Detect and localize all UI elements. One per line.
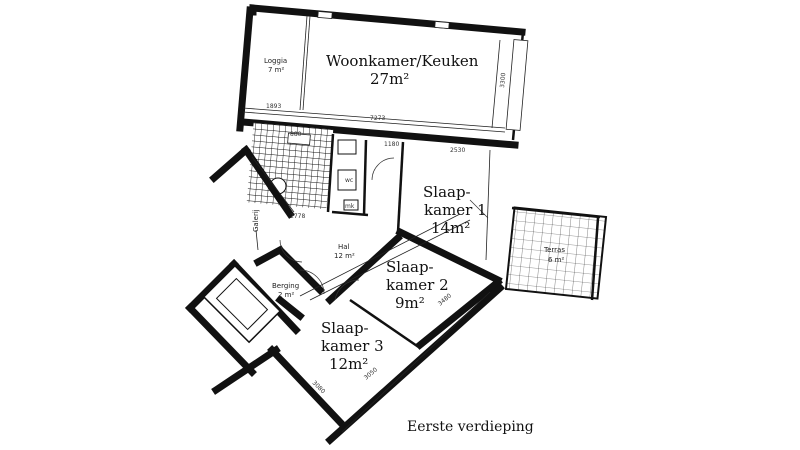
slaapkamer2-line2: kamer 2 <box>386 276 449 294</box>
dim-2778: 2778 <box>290 213 305 220</box>
slaapkamer3-line1: Slaap- <box>321 319 369 337</box>
woonkamer-name: Woonkamer/Keuken <box>326 52 479 70</box>
dim-7273: 7273 <box>370 115 385 122</box>
dim-3480: 3480 <box>437 292 453 307</box>
loggia-name: Loggia <box>264 57 287 65</box>
hal-name: Hal <box>338 243 350 251</box>
window-right <box>505 39 529 131</box>
slaapkamer3-area: 12m² <box>329 355 368 373</box>
slaapkamer-1-walls <box>371 141 503 285</box>
slaapkamer1-line2: kamer 1 <box>424 201 487 219</box>
stairwell <box>185 259 301 395</box>
loggia-area: 7 m² <box>268 66 284 74</box>
floor-caption: Eerste verdieping <box>407 419 534 435</box>
slaapkamer2-line1: Slaap- <box>386 258 434 276</box>
dim-880: 880 <box>290 131 302 138</box>
dim-3300: 3300 <box>499 72 507 88</box>
hal-area: 12 m² <box>334 252 355 260</box>
terras <box>504 206 608 301</box>
berging-area: 2 m² <box>278 291 294 299</box>
lower-wing <box>253 213 505 445</box>
dim-1893: 1893 <box>266 103 281 110</box>
dim-1180: 1180 <box>384 141 399 148</box>
woonkamer-area: 27m² <box>370 70 409 88</box>
slaapkamer1-area: 14m² <box>431 219 470 237</box>
slaapkamer2-area: 9m² <box>395 294 425 312</box>
berging-name: Berging <box>272 282 299 290</box>
dim-2530: 2530 <box>450 147 465 154</box>
slaapkamer3-line2: kamer 3 <box>321 337 384 355</box>
mk-name: mk <box>345 203 355 210</box>
terras-area: 6 m² <box>548 256 564 264</box>
galerij-name: Galerij <box>252 209 260 232</box>
top-block <box>236 4 529 141</box>
terras-name: Terras <box>543 246 565 254</box>
slaapkamer1-line1: Slaap- <box>423 183 471 201</box>
left-wing <box>209 145 295 251</box>
wc-name: wc <box>345 177 353 184</box>
bathroom <box>246 122 369 217</box>
